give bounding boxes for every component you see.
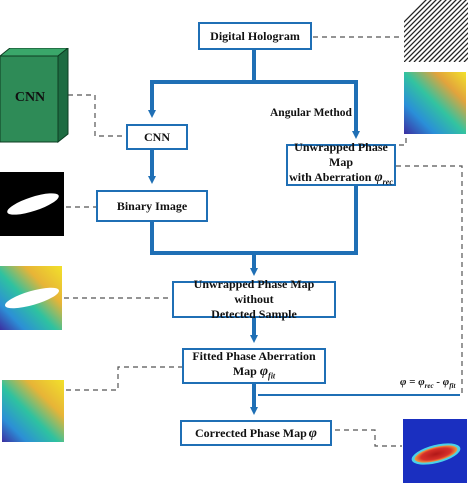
phi-fit-subscript: fit	[268, 371, 276, 381]
unwrapped-aberration-line1: Unwrapped Phase Map	[294, 140, 388, 170]
phi-rec-symbol: φ	[374, 170, 383, 186]
digital-hologram-box: Digital Hologram	[198, 22, 312, 50]
unwrapped-without-sample-box: Unwrapped Phase Map without Detected Sam…	[172, 277, 336, 321]
aberration-phase-image	[404, 72, 466, 134]
binary-image-box: Binary Image	[96, 190, 208, 222]
binary-image-label: Binary Image	[116, 198, 188, 213]
corrected-phase-box: Corrected Phase Map φ	[180, 420, 332, 446]
leader-fitted-map	[66, 366, 182, 391]
fitted-line2-text: Map	[232, 363, 260, 378]
cnn-cube-label: CNN	[14, 90, 46, 105]
phi-fit-symbol: φ	[259, 363, 269, 379]
cnn-box: CNN	[126, 124, 188, 150]
fitted-aberration-box: Fitted Phase Aberration Map φfit	[182, 348, 326, 384]
phi-corrected-symbol: φ	[308, 425, 317, 441]
equation-sub-rec: rec	[424, 382, 434, 391]
cnn-cube-icon	[0, 48, 69, 144]
unwrapped-aberration-line2-text: with Aberration	[289, 170, 375, 185]
digital-hologram-label: Digital Hologram	[210, 28, 300, 43]
leader-corrected-map	[335, 429, 402, 447]
equation-lhs: φ = φ	[400, 376, 425, 388]
binary-mask-image	[0, 172, 64, 236]
corrected-map-image	[403, 419, 467, 483]
fitted-map-image	[2, 380, 64, 442]
leader-equation	[396, 165, 463, 395]
corrected-phase-label: Corrected Phase Map	[195, 425, 307, 440]
fitted-line2: Map φfit	[233, 364, 275, 383]
dashed-leaders	[64, 36, 463, 447]
unwrapped-aberration-box: Unwrapped Phase Map with Aberration φrec	[286, 140, 396, 189]
equation-mid: - φ	[433, 376, 450, 388]
leader-cnn-cube	[68, 94, 125, 137]
fitted-line1: Fitted Phase Aberration	[192, 348, 316, 363]
hologram-fringe-image	[404, 0, 468, 62]
cnn-box-label: CNN	[144, 129, 170, 144]
phi-rec-subscript: rec	[382, 177, 393, 187]
masked-phase-image	[0, 266, 62, 330]
unwrapped-aberration-line2: with Aberration φrec	[289, 170, 393, 189]
subtraction-equation: φ = φrec - φfit	[400, 376, 455, 390]
unwrapped-without-line1: Unwrapped Phase Map without	[193, 277, 315, 306]
unwrapped-without-line2: Detected Sample	[211, 307, 297, 321]
equation-sub-fit: fit	[449, 382, 456, 391]
angular-method-label: Angular Method	[270, 107, 352, 119]
